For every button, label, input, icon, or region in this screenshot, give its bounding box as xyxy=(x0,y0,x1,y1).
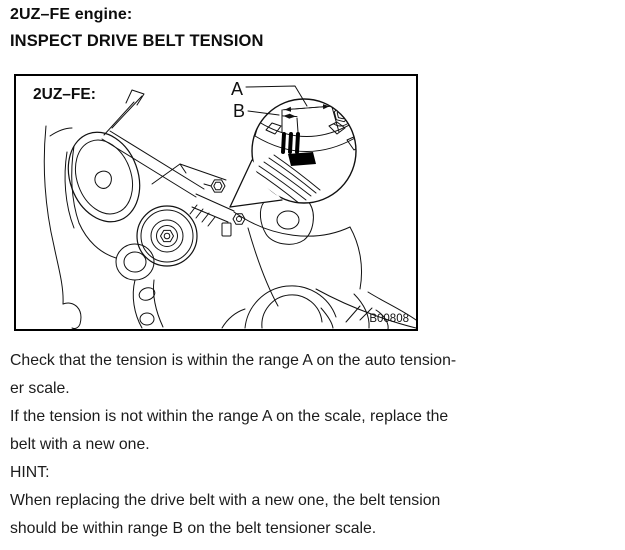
dimension-lines xyxy=(245,85,340,133)
scale-pointer xyxy=(288,152,316,166)
callout-a-leader xyxy=(245,85,308,107)
figure-code: B00808 xyxy=(369,313,409,325)
text-line-4: belt with a new one. xyxy=(10,436,150,453)
body-text: Check that the tension is within the ran… xyxy=(10,347,618,543)
callout-b-leader xyxy=(247,110,280,116)
figure-box: 2UZ–FE: B00808 xyxy=(14,74,418,331)
text-line-5: HINT: xyxy=(10,464,50,481)
text-line-1: Check that the tension is within the ran… xyxy=(10,352,457,369)
callout-a-label: A xyxy=(231,79,243,99)
text-line-2: er scale. xyxy=(10,380,70,397)
text-line-3: If the tension is not within the range A… xyxy=(10,408,449,425)
page-title: 2UZ–FE engine: xyxy=(10,6,133,23)
engine-diagram: A B xyxy=(43,79,416,329)
magnifier-detail: A B xyxy=(229,79,357,208)
text-line-7: should be within range B on the belt ten… xyxy=(10,520,377,537)
figure-label: 2UZ–FE: xyxy=(33,86,96,103)
callout-b-label: B xyxy=(233,101,245,121)
scale-marks xyxy=(281,132,300,154)
text-line-6: When replacing the drive belt with a new… xyxy=(10,492,441,509)
engine-background-art xyxy=(43,89,416,329)
section-title: INSPECT DRIVE BELT TENSION xyxy=(10,32,264,50)
